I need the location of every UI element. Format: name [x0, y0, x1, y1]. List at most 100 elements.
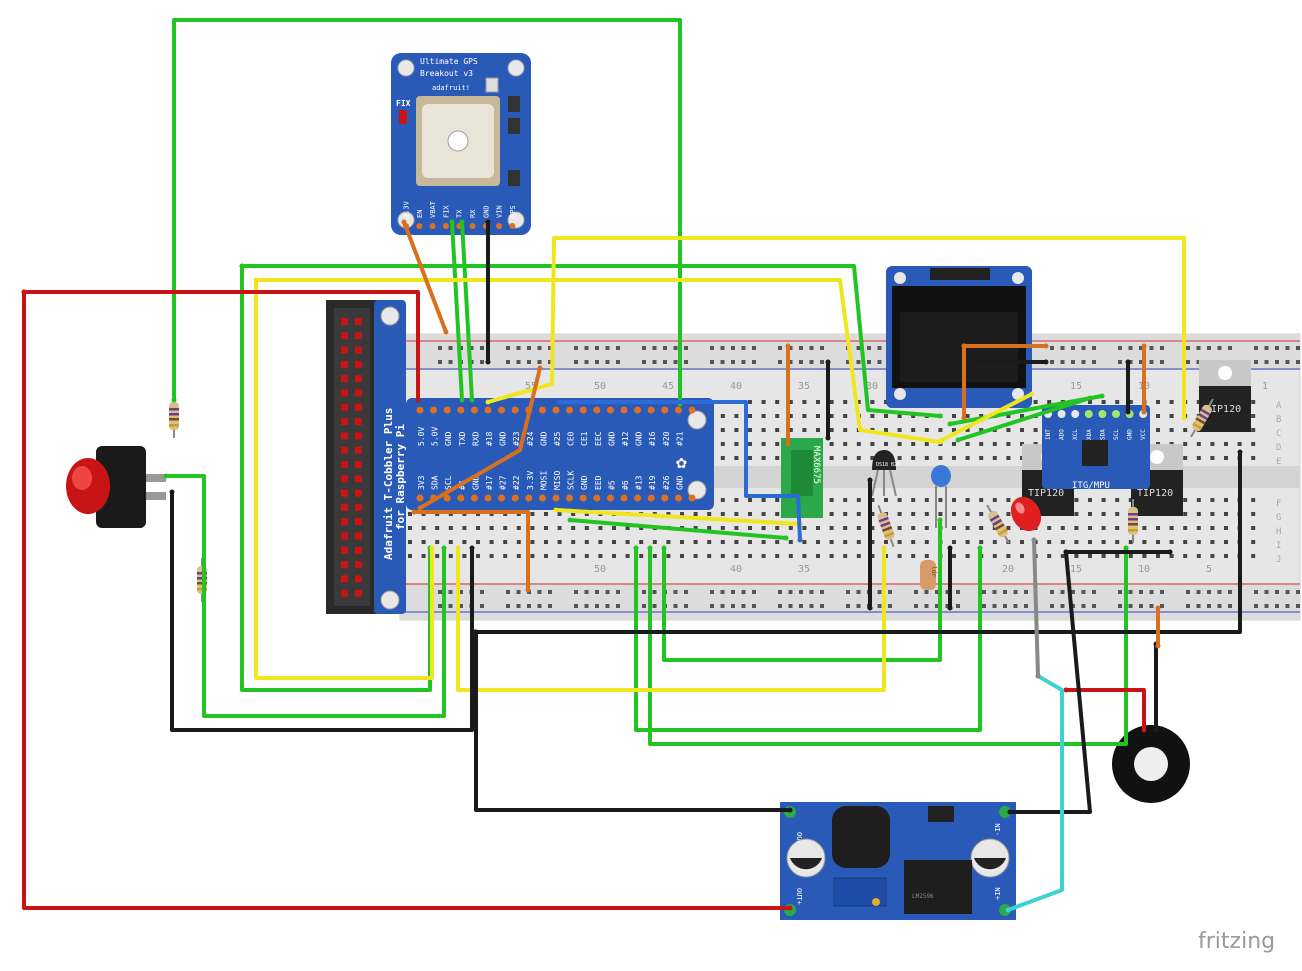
breadboard-hole [1210, 526, 1215, 530]
breadboard-hole [1115, 400, 1120, 404]
max6675-label: MAX6675 [811, 446, 821, 484]
breadboard-hole [843, 498, 848, 502]
header-pin [341, 518, 348, 526]
breadboard-hole [1115, 540, 1120, 544]
imu-pin-label: XDA [1086, 429, 1093, 440]
resistor [1128, 499, 1138, 543]
breadboard-hole [1169, 414, 1174, 418]
breadboard-hole [571, 540, 576, 544]
rail-hole [438, 604, 442, 608]
breadboard-hole [775, 498, 780, 502]
wire [957, 396, 1091, 442]
wire-end [469, 545, 475, 551]
breadboard-hole [462, 554, 467, 558]
wire [456, 548, 886, 692]
breadboard-hole [1074, 526, 1079, 530]
breadboard-hole [571, 554, 576, 558]
rail-hole [574, 346, 578, 350]
breadboard-hole [1183, 442, 1188, 446]
cobbler-pin [688, 406, 696, 414]
breadboard-hole [788, 400, 793, 404]
cobbler-pin [470, 494, 478, 502]
header-pin [355, 318, 362, 325]
breadboard-hole [979, 526, 984, 530]
rail-hole [642, 346, 646, 350]
cobbler-pin [484, 494, 492, 502]
breadboard-hole [843, 442, 848, 446]
row-letter: F [1276, 499, 1281, 509]
rail-hole [584, 604, 589, 608]
breadboard-hole [870, 554, 875, 558]
breadboard-hole [1224, 526, 1228, 530]
wire-end [1123, 545, 1129, 551]
rail-hole [856, 346, 861, 350]
breadboard-hole [693, 512, 698, 516]
cobbler-pin [634, 406, 642, 414]
rail-hole [1071, 604, 1075, 608]
header-pin [341, 332, 348, 340]
ceramic-capacitor [931, 465, 951, 528]
breadboard-hole [911, 498, 916, 502]
rail-hole [537, 346, 542, 350]
rail-hole [1186, 360, 1190, 364]
breadboard-hole [938, 428, 943, 432]
mount-hole [380, 590, 400, 610]
column-number: 5 [1206, 564, 1212, 575]
breadboard-hole [1196, 456, 1201, 460]
breadboard-hole [843, 400, 848, 404]
breadboard-hole [1128, 540, 1133, 544]
breadboard-hole [870, 526, 875, 530]
rail-hole [1275, 346, 1279, 350]
header-pin [341, 389, 348, 397]
breadboard-hole [421, 526, 426, 530]
wire-end [553, 507, 559, 513]
header-pin [341, 532, 348, 540]
breadboard-hole [979, 442, 984, 446]
breadboard-hole [761, 414, 766, 418]
breadboard-hole [829, 554, 834, 558]
breadboard-hole [693, 526, 698, 530]
cobbler-pin-label: #24 [526, 431, 535, 446]
cobbler-pin [674, 494, 682, 502]
breadboard-hole [1156, 428, 1160, 432]
rail-hole [1128, 346, 1133, 350]
wire-end [977, 545, 983, 551]
rail-hole [799, 590, 803, 594]
imu-pin [1098, 410, 1107, 418]
breadboard-hole [1156, 414, 1160, 418]
row-letter: G [1276, 513, 1281, 523]
mount-hole [687, 480, 707, 500]
breadboard-hole [1033, 400, 1038, 404]
rail-hole [516, 604, 521, 608]
header-pin [341, 446, 348, 454]
tip120-label: TIP120 [1028, 488, 1064, 499]
breadboard-hole [897, 554, 902, 558]
breadboard-hole [897, 526, 902, 530]
rail-hole [1139, 604, 1143, 608]
breadboard-hole [1210, 554, 1215, 558]
cobbler-pin [443, 406, 451, 414]
rail-hole [684, 590, 688, 594]
breadboard-hole [938, 498, 943, 502]
cobbler-pin [674, 406, 682, 414]
breadboard-hole [516, 554, 521, 558]
rail-hole [537, 604, 542, 608]
cobbler-pin [538, 406, 546, 414]
breadboard-hole [707, 526, 712, 530]
rail-hole [459, 604, 463, 608]
breadboard-hole [1047, 540, 1052, 544]
rail-hole [924, 604, 929, 608]
cobbler-pin [661, 494, 669, 502]
rail-hole [856, 360, 861, 364]
rail-hole [548, 590, 552, 594]
column-number: 10 [1138, 564, 1150, 575]
header-pin [355, 389, 362, 397]
breadboard-hole [884, 540, 888, 544]
breadboard-hole [1251, 512, 1256, 516]
fritzing-watermark: fritzing [1198, 929, 1275, 954]
breadboard-hole [1142, 526, 1147, 530]
breadboard-hole [761, 540, 766, 544]
rail-hole [1081, 360, 1086, 364]
rail-hole [867, 346, 871, 350]
breadboard-hole [503, 540, 508, 544]
